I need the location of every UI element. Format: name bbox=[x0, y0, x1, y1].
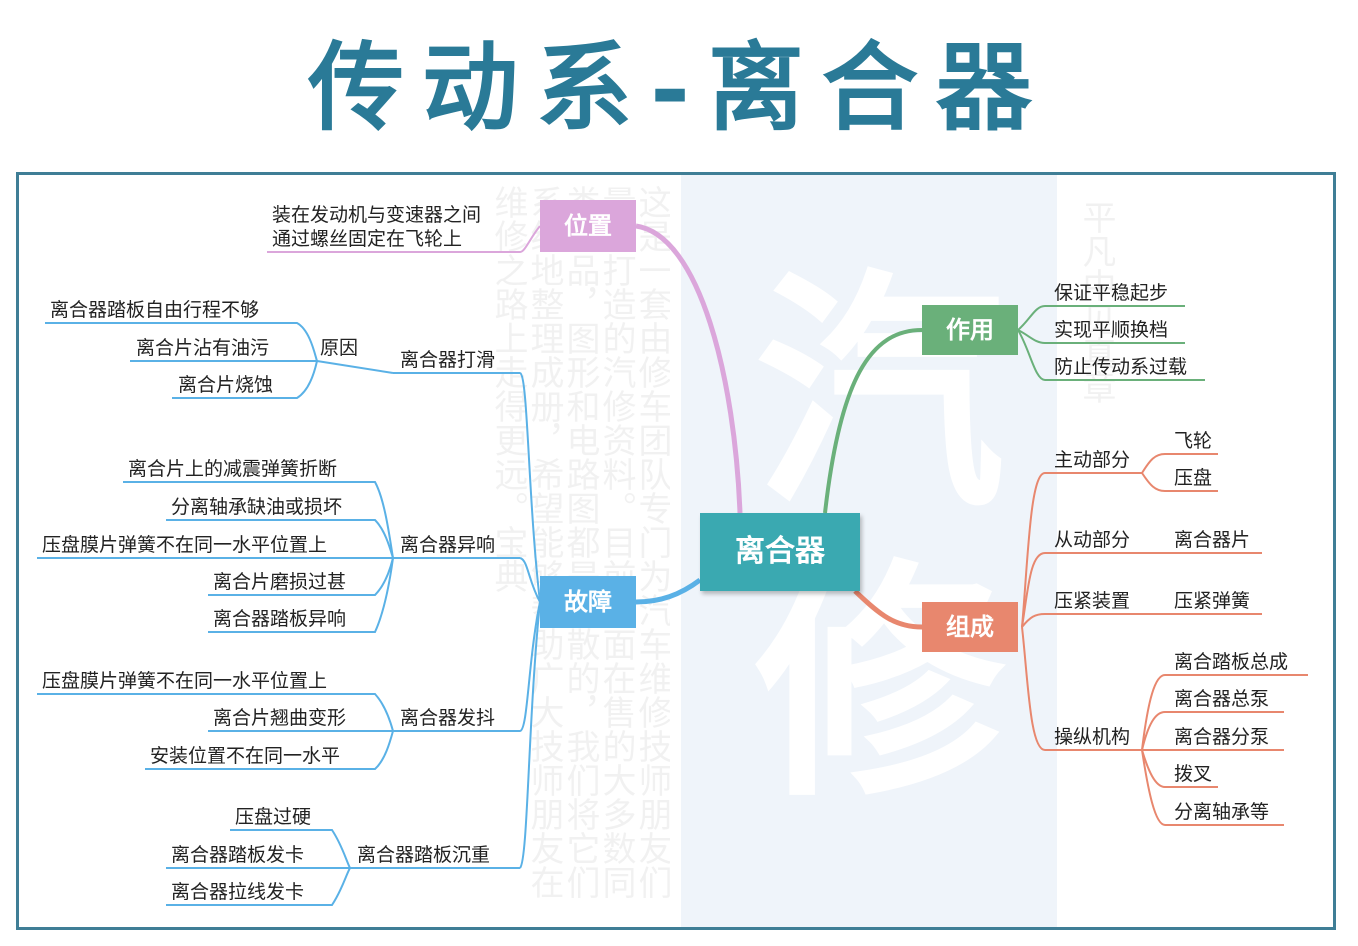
composition-item: 飞轮 bbox=[1174, 430, 1213, 452]
position-lines bbox=[267, 225, 541, 253]
watermark-text-right: 平凡中见真章 bbox=[1076, 200, 1115, 404]
composition-group: 主动部分 bbox=[1054, 449, 1131, 471]
composition-item: 离合器片 bbox=[1174, 529, 1251, 551]
composition-item: 拨叉 bbox=[1174, 763, 1213, 785]
composition-group: 压紧装置 bbox=[1054, 590, 1131, 612]
function-item: 实现平顺换档 bbox=[1054, 319, 1169, 341]
fault-item: 离合片上的减震弹簧折断 bbox=[128, 458, 338, 480]
branch-composition[interactable]: 组成 bbox=[922, 602, 1018, 652]
fault-item: 离合器拉线发卡 bbox=[171, 881, 305, 903]
composition-lines bbox=[1021, 453, 1308, 826]
link-root-position bbox=[635, 223, 743, 514]
fault-item: 离合片磨损过甚 bbox=[213, 571, 347, 593]
fault-item: 压盘膜片弹簧不在同一水平位置上 bbox=[42, 534, 328, 556]
position-item: 通过螺丝固定在飞轮上 bbox=[272, 228, 463, 250]
function-lines bbox=[1017, 305, 1205, 381]
composition-item: 压紧弹簧 bbox=[1174, 590, 1251, 612]
fault-group: 离合器踏板沉重 bbox=[357, 844, 491, 866]
fault-item: 离合器踏板自由行程不够 bbox=[50, 299, 260, 321]
mindmap-frame bbox=[16, 172, 1336, 930]
branch-fault[interactable]: 故障 bbox=[540, 576, 636, 628]
composition-item: 离合器总泵 bbox=[1174, 688, 1270, 710]
watermark-text-left: 这是一套由修车团队专门为汽车维修技师朋友们量身打造的汽修资料。目前市面在售的大多… bbox=[488, 185, 670, 899]
fault-item: 压盘过硬 bbox=[235, 806, 312, 828]
composition-item: 分离轴承等 bbox=[1174, 801, 1270, 823]
composition-item: 离合踏板总成 bbox=[1174, 651, 1289, 673]
fault-group: 离合器异响 bbox=[400, 534, 496, 556]
link-root-function bbox=[823, 328, 923, 514]
composition-item: 离合器分泵 bbox=[1174, 726, 1270, 748]
function-item: 防止传动系过载 bbox=[1054, 356, 1188, 378]
fault-item: 离合片沾有油污 bbox=[136, 337, 270, 359]
branch-function[interactable]: 作用 bbox=[922, 305, 1018, 355]
fault-item: 压盘膜片弹簧不在同一水平位置上 bbox=[42, 670, 328, 692]
link-root-composition bbox=[853, 589, 923, 630]
fault-lines bbox=[37, 322, 541, 906]
fault-sub-reason: 原因 bbox=[320, 337, 359, 359]
branch-position[interactable]: 位置 bbox=[540, 200, 636, 252]
function-item: 保证平稳起步 bbox=[1054, 282, 1169, 304]
page-title: 传动系-离合器 bbox=[308, 31, 1050, 144]
composition-group: 从动部分 bbox=[1054, 529, 1131, 551]
position-item: 装在发动机与变速器之间 bbox=[272, 204, 482, 226]
composition-group: 操纵机构 bbox=[1054, 726, 1131, 748]
link-root-fault bbox=[635, 577, 702, 605]
fault-item: 离合器踏板发卡 bbox=[171, 844, 305, 866]
watermark-large: 汽修 bbox=[755, 249, 1005, 830]
fault-group: 离合器发抖 bbox=[400, 707, 496, 729]
fault-item: 离合器踏板异响 bbox=[213, 608, 347, 630]
fault-item: 离合片烧蚀 bbox=[178, 374, 274, 396]
root-node[interactable]: 离合器 bbox=[700, 513, 860, 591]
fault-item: 分离轴承缺油或损坏 bbox=[171, 496, 343, 518]
composition-item: 压盘 bbox=[1174, 467, 1213, 489]
fault-group: 离合器打滑 bbox=[400, 349, 496, 371]
fault-item: 离合片翘曲变形 bbox=[213, 707, 347, 729]
fault-item: 安装位置不在同一水平 bbox=[150, 745, 341, 767]
